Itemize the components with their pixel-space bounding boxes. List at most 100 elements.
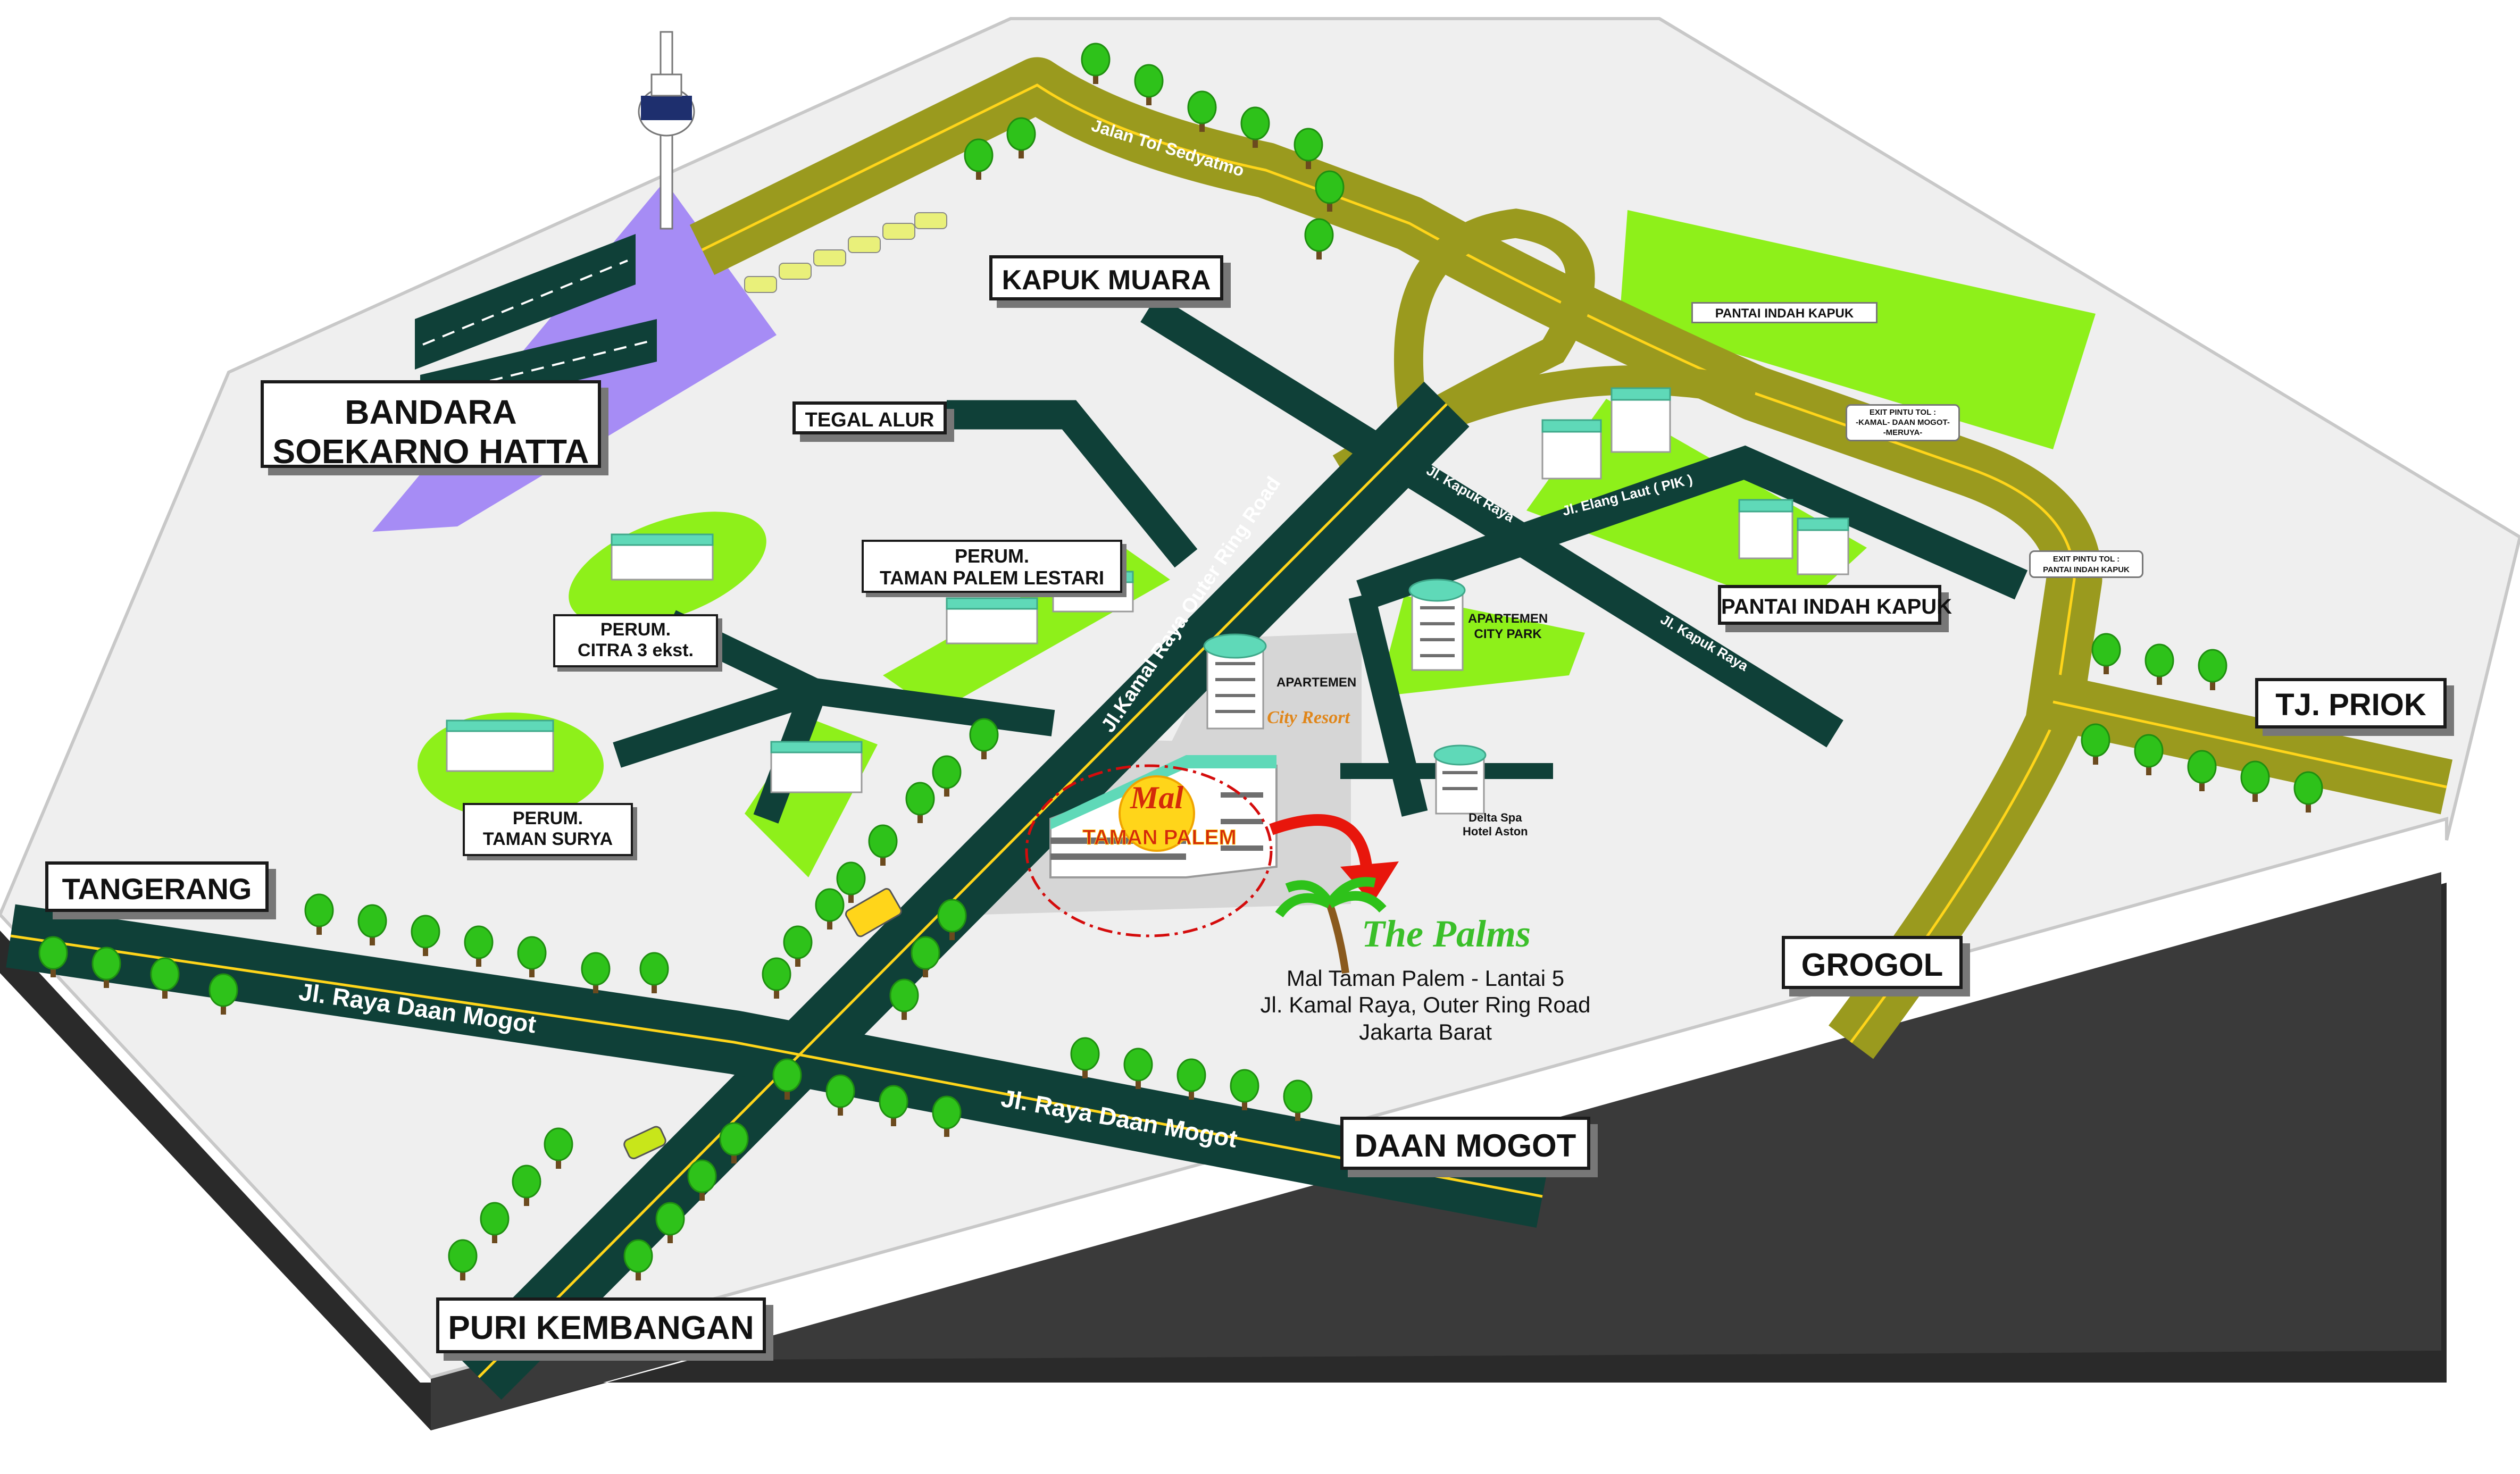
palm-tree-icon xyxy=(1275,877,1387,974)
tree-icon xyxy=(517,936,547,977)
tree-icon xyxy=(208,973,238,1015)
tree-icon xyxy=(464,925,494,967)
mall-logo-bottom: TAMAN PALEM xyxy=(1082,826,1237,849)
label-tangerang: TANGERANG xyxy=(45,861,269,912)
tree-icon xyxy=(932,1095,962,1137)
label-perum-taman-palem-lestari: PERUM. TAMAN PALEM LESTARI xyxy=(862,540,1122,593)
tree-icon xyxy=(1134,64,1164,105)
tree-icon xyxy=(762,957,791,999)
tree-icon xyxy=(911,936,940,977)
tree-icon xyxy=(480,1202,510,1243)
city-resort-building xyxy=(1203,633,1267,730)
delta-spa-building xyxy=(1433,744,1487,815)
label-tegal-alur: TEGAL ALUR xyxy=(792,401,947,434)
tree-icon xyxy=(2240,760,2270,802)
label-exit-toll-2: EXIT PINTU TOL : PANTAI INDAH KAPUK xyxy=(2029,550,2143,578)
tree-icon xyxy=(1070,1037,1100,1078)
tree-icon xyxy=(1230,1069,1259,1110)
tree-icon xyxy=(815,888,845,929)
tree-icon xyxy=(964,138,994,180)
label-pantai-indah-kapuk: PANTAI INDAH KAPUK xyxy=(1718,585,1952,625)
tree-icon xyxy=(304,893,334,935)
label-grogol: GROGOL xyxy=(1782,936,1963,989)
runway-2-centerline xyxy=(428,340,649,397)
tree-icon xyxy=(2293,771,2323,813)
label-apartemen-city-park: APARTEMEN CITY PARK xyxy=(1468,612,1548,641)
tree-icon xyxy=(2144,643,2174,685)
tree-icon xyxy=(825,1074,855,1116)
tree-icon xyxy=(2187,750,2217,791)
tree-icon xyxy=(836,861,866,903)
label-pantai-indah-kapuk-small: PANTAI INDAH KAPUK xyxy=(1691,302,1878,323)
airport-tower xyxy=(638,31,695,230)
tree-icon xyxy=(512,1165,541,1206)
label-tj-priok: TJ. PRIOK xyxy=(2255,678,2447,728)
label-puri-kembangan: PURI KEMBANGAN xyxy=(436,1297,766,1353)
pantai-indah-kapuk-zone-1 xyxy=(1620,210,2096,449)
tree-icon xyxy=(357,904,387,945)
tree-icon xyxy=(411,915,440,956)
tree-icon xyxy=(1304,218,1334,259)
tree-icon xyxy=(448,1239,478,1280)
tree-icon xyxy=(2081,723,2110,765)
tree-icon xyxy=(772,1058,802,1100)
tree-icon xyxy=(969,718,999,759)
destination-title: The Palms xyxy=(1362,912,1531,955)
label-daan-mogot: DAAN MOGOT xyxy=(1340,1117,1590,1170)
bus-icon xyxy=(845,888,902,937)
destination-line-3: Jakarta Barat xyxy=(1359,1019,1492,1044)
tree-icon xyxy=(1315,170,1345,212)
label-apartemen-city-resort: APARTEMEN xyxy=(1276,675,1357,690)
tree-icon xyxy=(879,1085,908,1126)
tree-icon xyxy=(639,952,669,993)
tree-icon xyxy=(623,1239,653,1280)
label-kapuk-muara: KAPUK MUARA xyxy=(989,255,1223,300)
destination-highlight xyxy=(1025,764,1273,937)
tree-icon xyxy=(2134,734,2164,775)
car-icon xyxy=(623,1126,666,1160)
tree-icon xyxy=(719,1122,749,1163)
tree-icon xyxy=(868,824,898,866)
tree-icon xyxy=(1240,106,1270,148)
road-centerlines xyxy=(10,403,1543,1378)
city-park-building xyxy=(1408,579,1466,671)
label-perum-taman-surya: PERUM. TAMAN SURYA xyxy=(463,803,633,856)
tree-icon xyxy=(932,755,962,797)
mall-building xyxy=(1049,755,1278,878)
tree-icon xyxy=(1187,90,1217,132)
parked-cars xyxy=(744,212,947,293)
pik-buildings xyxy=(1541,387,1849,575)
tree-icon xyxy=(544,1127,573,1169)
tree-icon xyxy=(91,947,121,988)
housing-blocks xyxy=(446,533,1134,793)
tree-icon xyxy=(905,782,935,823)
runway-1-centerline xyxy=(422,259,628,346)
label-delta-spa: Delta Spa Hotel Aston xyxy=(1463,811,1528,839)
tree-icon xyxy=(1283,1079,1313,1121)
tree-icon xyxy=(1176,1058,1206,1100)
label-bandara-soekarno-hatta: BANDARA SOEKARNO HATTA xyxy=(261,380,601,471)
mall-logo-top: Mal xyxy=(1130,780,1183,815)
tree-icon xyxy=(581,952,611,993)
tree-icon xyxy=(687,1159,717,1201)
tree-icon xyxy=(1006,117,1036,158)
tree-icon xyxy=(1294,128,1323,169)
city-resort-logo: City Resort xyxy=(1267,708,1350,727)
tree-icon xyxy=(655,1202,685,1243)
destination-line-2: Jl. Kamal Raya, Outer Ring Road xyxy=(1260,992,1591,1018)
label-exit-toll-1: EXIT PINTU TOL : -KAMAL- DAAN MOGOT- -ME… xyxy=(1846,404,1960,441)
destination-arrow xyxy=(1269,814,1373,873)
destination-line-1: Mal Taman Palem - Lantai 5 xyxy=(1286,966,1565,991)
tree-icon xyxy=(2198,649,2227,690)
trees xyxy=(38,43,2323,1280)
tree-icon xyxy=(1123,1048,1153,1089)
tree-icon xyxy=(150,957,180,999)
tree-icon xyxy=(889,978,919,1020)
tree-icon xyxy=(38,936,68,977)
tree-icon xyxy=(937,899,967,940)
tree-icon xyxy=(1081,43,1111,84)
destination-address: Mal Taman Palem - Lantai 5 Jl. Kamal Ray… xyxy=(1239,965,1612,1045)
label-perum-citra: PERUM. CITRA 3 ekst. xyxy=(553,614,718,667)
tree-icon xyxy=(783,925,813,967)
